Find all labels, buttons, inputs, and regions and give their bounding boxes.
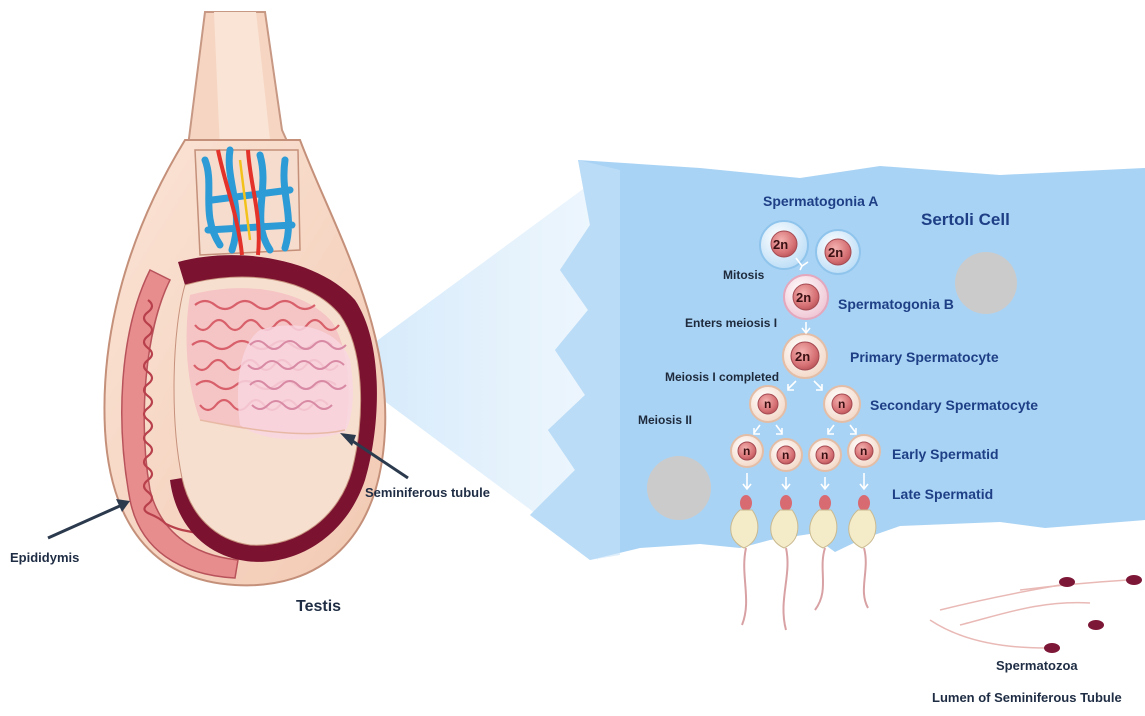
spermatozoa-group	[930, 580, 1128, 648]
label-epididymis: Epididymis	[10, 550, 79, 565]
late-spermatid	[771, 495, 798, 630]
label-early-spermatid: Early Spermatid	[892, 446, 999, 462]
sertoli-nucleus	[955, 252, 1017, 314]
ploidy-label: n	[743, 444, 750, 458]
ploidy-label: n	[782, 448, 789, 462]
label-enters-meiosis: Enters meiosis I	[685, 316, 777, 330]
ploidy-label: 2n	[795, 349, 810, 364]
label-meiosis-ii: Meiosis II	[638, 413, 692, 427]
label-spermatogonia-b: Spermatogonia B	[838, 296, 954, 312]
label-sertoli-cell: Sertoli Cell	[921, 210, 1010, 230]
ploidy-label: n	[764, 397, 771, 411]
spermatozoon-head	[1044, 575, 1142, 653]
sertoli-panel	[530, 160, 1145, 560]
label-spermatogonia-a: Spermatogonia A	[763, 193, 878, 209]
label-spermatozoa: Spermatozoa	[996, 658, 1078, 673]
sertoli-nucleus	[647, 456, 711, 520]
ploidy-label: 2n	[773, 237, 788, 252]
label-secondary-spermatocyte: Secondary Spermatocyte	[870, 397, 1038, 413]
ploidy-label: 2n	[796, 290, 811, 305]
label-primary-spermatocyte: Primary Spermatocyte	[850, 349, 999, 365]
label-late-spermatid: Late Spermatid	[892, 486, 993, 502]
label-mitosis: Mitosis	[723, 268, 764, 282]
ploidy-label: n	[838, 397, 845, 411]
ploidy-label: n	[860, 444, 867, 458]
label-lumen: Lumen of Seminiferous Tubule	[932, 690, 1122, 705]
label-testis: Testis	[296, 598, 341, 616]
ploidy-label: n	[821, 448, 828, 462]
label-meiosis-completed: Meiosis I completed	[665, 370, 779, 384]
testis-illustration	[104, 12, 385, 585]
ploidy-label: 2n	[828, 245, 843, 260]
label-seminiferous-tubule: Seminiferous tubule	[365, 485, 490, 500]
